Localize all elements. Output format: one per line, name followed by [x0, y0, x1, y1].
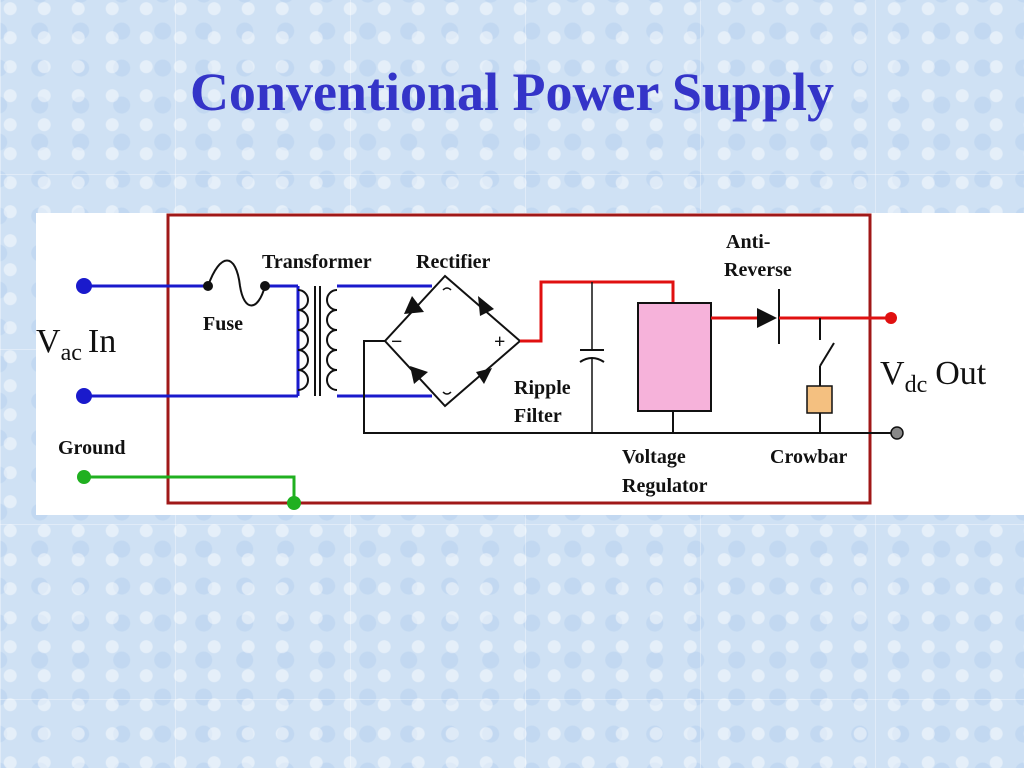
anti-reverse-label-line2: Reverse: [724, 259, 792, 281]
rectifier-minus-label: −: [391, 331, 402, 353]
fuse-label: Fuse: [203, 313, 243, 335]
rectifier-bridge: − +: [383, 274, 522, 408]
ripple-filter-label-line2: Filter: [514, 405, 562, 427]
ac-input-wiring: [76, 278, 298, 404]
voltage-regulator-label-line2: Regulator: [622, 475, 708, 497]
transformer-symbol: [296, 284, 432, 398]
dc-negative-terminal: [890, 426, 904, 440]
ground-terminal: [77, 470, 91, 484]
anti-reverse-label-line1: Anti-: [726, 231, 770, 253]
crowbar-label: Crowbar: [770, 446, 848, 468]
ground-wiring: [77, 470, 301, 510]
dc-negative-rail: [363, 340, 897, 434]
ground-chassis-node: [287, 496, 301, 510]
enclosure-box: [166, 213, 872, 505]
dc-positive-rail: [520, 280, 675, 343]
dc-positive-terminal: [885, 312, 897, 324]
diagram-panel: [36, 213, 1024, 515]
ripple-filter-label-line1: Ripple: [514, 377, 571, 399]
rectifier-plus-label: +: [494, 331, 505, 353]
ac-input-terminal-bottom: [76, 388, 92, 404]
ac-input-terminal-top: [76, 278, 92, 294]
ground-label: Ground: [58, 437, 125, 459]
crowbar-relay: [806, 385, 833, 414]
slide-title: Conventional Power Supply: [189, 62, 835, 122]
voltage-regulator-label-line1: Voltage: [622, 446, 686, 468]
ripple-filter-capacitor: [579, 282, 605, 433]
transformer-label: Transformer: [262, 251, 372, 273]
rectifier-label: Rectifier: [416, 251, 491, 273]
anti-reverse-diode: [757, 289, 780, 344]
voltage-regulator-block: [637, 302, 712, 412]
fuse-symbol: [203, 259, 270, 307]
crowbar-circuit: [806, 318, 835, 433]
